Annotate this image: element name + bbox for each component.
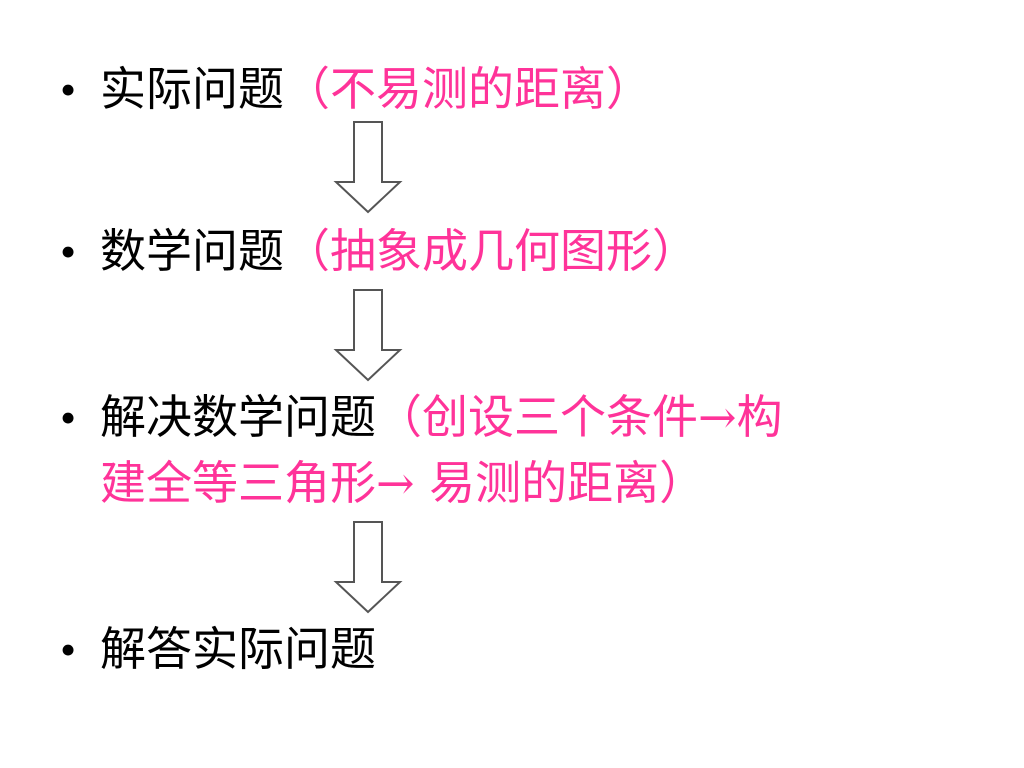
- item-3-note-line-2: 建全等三角形→ 易测的距离）: [100, 456, 706, 510]
- bullet-item-3-continuation: 建全等三角形→ 易测的距离）: [60, 452, 705, 514]
- bullet-item-4: • 解答实际问题: [60, 618, 376, 681]
- bullet-marker: •: [60, 624, 77, 675]
- item-1-note-text: （不易测的距离）: [284, 62, 652, 116]
- bullet-marker: •: [60, 392, 77, 443]
- item-3-note-line-1: （创设三个条件→构: [376, 390, 783, 444]
- down-arrow-icon: [333, 521, 403, 614]
- bullet-item-1: • 实际问题（不易测的距离）: [60, 58, 652, 121]
- item-2-main-text: 数学问题: [100, 224, 284, 278]
- item-3-main-text: 解决数学问题: [100, 390, 376, 444]
- down-arrow-icon: [333, 289, 403, 382]
- bullet-item-3: • 解决数学问题（创设三个条件→构: [60, 386, 783, 449]
- item-4-main-text: 解答实际问题: [100, 622, 376, 676]
- item-1-main-text: 实际问题: [100, 62, 284, 116]
- bullet-marker: •: [60, 226, 77, 277]
- down-arrow-icon: [333, 121, 403, 214]
- bullet-marker: •: [60, 64, 77, 115]
- bullet-item-2: • 数学问题（抽象成几何图形）: [60, 220, 698, 283]
- item-2-note-text: （抽象成几何图形）: [284, 224, 698, 278]
